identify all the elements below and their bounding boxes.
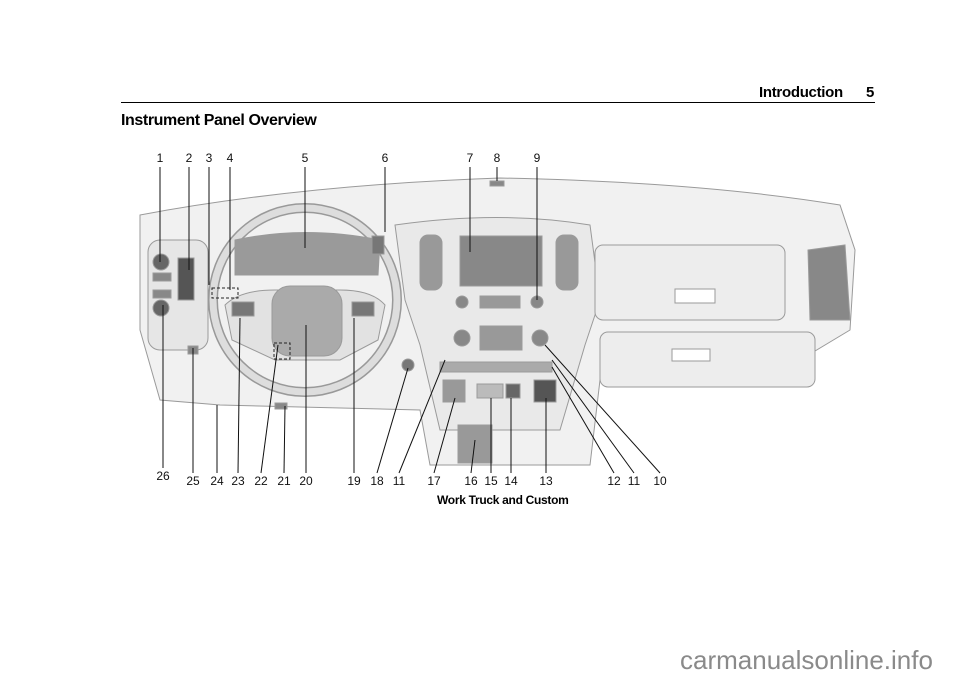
callout-leader bbox=[433, 397, 456, 474]
dashboard-drawing bbox=[139, 177, 856, 466]
callout-leader bbox=[260, 344, 279, 474]
callout-label-bottom: 19 bbox=[347, 474, 361, 488]
callout-leaders bbox=[159, 167, 661, 474]
callout-label-bottom: 15 bbox=[484, 474, 498, 488]
callout-label-top: 4 bbox=[227, 151, 234, 165]
callout-leader bbox=[544, 344, 661, 474]
callout-label-bottom: 16 bbox=[464, 474, 478, 488]
callout-leader bbox=[376, 367, 409, 474]
callout-label-bottom: 10 bbox=[653, 474, 667, 488]
running-header-section: Introduction bbox=[759, 84, 843, 101]
callout-leader bbox=[551, 359, 635, 474]
figure-caption: Work Truck and Custom bbox=[437, 493, 569, 507]
callout-label-top: 8 bbox=[494, 151, 501, 165]
callout-label-bottom: 25 bbox=[186, 474, 200, 488]
watermark: carmanualsonline.info bbox=[680, 645, 933, 675]
callout-label-top: 3 bbox=[206, 151, 213, 165]
callout-label-bottom: 26 bbox=[156, 469, 170, 483]
callout-label-bottom: 11 bbox=[628, 474, 641, 488]
page-title: Instrument Panel Overview bbox=[121, 112, 317, 129]
page-number: 5 bbox=[866, 84, 875, 101]
callout-label-bottom: 17 bbox=[427, 474, 441, 488]
callout-label-bottom: 20 bbox=[299, 474, 313, 488]
callout-label-bottom: 11 bbox=[393, 474, 406, 488]
callout-label-top: 7 bbox=[467, 151, 474, 165]
callout-label-top: 6 bbox=[382, 151, 389, 165]
callout-leader bbox=[551, 366, 615, 474]
callout-label-top: 1 bbox=[157, 151, 164, 165]
callout-label-top: 5 bbox=[302, 151, 309, 165]
callout-label-top: 9 bbox=[534, 151, 541, 165]
callout-leader bbox=[283, 405, 286, 474]
callout-label-bottom: 12 bbox=[607, 474, 621, 488]
callout-leader bbox=[237, 317, 241, 474]
header-rule bbox=[121, 102, 875, 103]
callout-label-bottom: 13 bbox=[539, 474, 553, 488]
callout-label-bottom: 24 bbox=[210, 474, 224, 488]
callout-label-bottom: 18 bbox=[370, 474, 384, 488]
callout-label-bottom: 21 bbox=[277, 474, 291, 488]
callout-label-bottom: 23 bbox=[231, 474, 245, 488]
callout-label-bottom: 14 bbox=[504, 474, 518, 488]
callout-leader bbox=[398, 359, 446, 474]
callout-label-top: 2 bbox=[186, 151, 193, 165]
callout-label-bottom: 22 bbox=[254, 474, 268, 488]
callout-leader bbox=[470, 439, 476, 474]
